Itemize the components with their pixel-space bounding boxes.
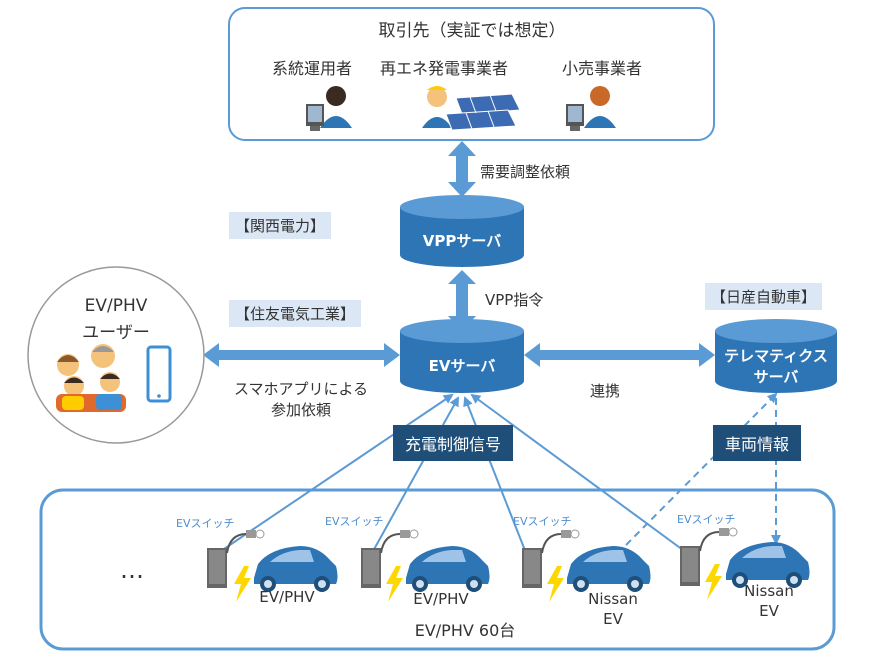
vpp-command-label: VPP指令 bbox=[485, 291, 544, 309]
app-request-label-line1: スマホアプリによる bbox=[233, 380, 369, 398]
demand-adjust-arrow bbox=[448, 141, 476, 197]
renewable-operator-label: 再エネ発電事業者 bbox=[380, 59, 509, 78]
charging-unit-2 bbox=[361, 529, 490, 602]
fleet-ellipsis: … bbox=[120, 556, 144, 584]
nissan-org-tag: 【日産自動車】 bbox=[705, 283, 823, 310]
lightning-icon bbox=[386, 566, 403, 602]
vehicle-info-lines bbox=[625, 392, 781, 546]
ev-server-cylinder bbox=[400, 319, 524, 393]
charging-unit-4 bbox=[680, 527, 810, 600]
car-label-3-line1: Nissan bbox=[588, 590, 638, 608]
car-label-1-line1: EV/PHV bbox=[259, 588, 315, 606]
fleet-label: EV/PHV 60台 bbox=[414, 621, 516, 640]
ev-switch-plug-icon bbox=[400, 530, 410, 538]
car-label-4: Nissan EV bbox=[729, 581, 809, 621]
users-label-line1: EV/PHV bbox=[84, 296, 148, 316]
vehicle-info-label: 車両情報 bbox=[713, 425, 802, 461]
car-icon bbox=[254, 546, 338, 592]
app-request-arrow bbox=[203, 343, 400, 367]
charge-signal-lines bbox=[217, 393, 688, 554]
telematics-server-cylinder bbox=[715, 319, 837, 393]
car-label-3-line2: EV bbox=[603, 610, 623, 628]
lightning-icon bbox=[705, 564, 722, 600]
car-icon bbox=[567, 546, 651, 592]
car-label-1: EV/PHV bbox=[247, 587, 327, 607]
family-icon bbox=[56, 344, 126, 412]
grid-operator-label: 系統運用者 bbox=[272, 59, 353, 78]
lightning-icon bbox=[547, 566, 564, 602]
charge-signal-label: 充電制御信号 bbox=[393, 425, 514, 461]
ev-server-label: EVサーバ bbox=[428, 357, 496, 375]
telematics-server-label-line2: サーバ bbox=[753, 368, 799, 386]
vpp-server-cylinder bbox=[400, 195, 524, 267]
charging-unit-1 bbox=[207, 529, 338, 602]
ev-switch-plug-icon bbox=[719, 528, 729, 536]
car-label-2-line1: EV/PHV bbox=[413, 590, 469, 608]
charging-unit-3 bbox=[522, 529, 651, 602]
ev-switch-label-2: EVスイッチ bbox=[325, 515, 384, 528]
vpp-command-arrow bbox=[448, 270, 476, 331]
telematics-server-label-line1: テレマティクス bbox=[724, 347, 828, 365]
car-label-3: Nissan EV bbox=[573, 589, 653, 629]
renewable-operator-person-icon bbox=[422, 86, 521, 131]
app-request-label-line2: 参加依頼 bbox=[270, 401, 331, 419]
ev-switch-plug-icon bbox=[246, 530, 256, 538]
solar-panel-icon bbox=[445, 93, 521, 131]
ev-switch-label-1: EVスイッチ bbox=[176, 517, 235, 530]
ev-switch-label-4: EVスイッチ bbox=[677, 513, 736, 526]
users-label-line2: ユーザー bbox=[82, 323, 150, 343]
link-arrow bbox=[524, 343, 715, 367]
ev-switch-label-3: EVスイッチ bbox=[513, 515, 572, 528]
partners-title: 取引先（実証では想定） bbox=[378, 21, 566, 41]
sumitomo-org-tag: 【住友電気工業】 bbox=[229, 300, 362, 327]
demand-adjust-label: 需要調整依頼 bbox=[480, 163, 571, 181]
vpp-server-label: VPPサーバ bbox=[422, 232, 502, 250]
car-label-4-line1: Nissan bbox=[744, 582, 794, 600]
grid-operator-person-icon bbox=[306, 86, 352, 131]
car-label-2: EV/PHV bbox=[401, 589, 481, 609]
smartphone-icon bbox=[146, 345, 172, 403]
kansai-org-tag: 【関西電力】 bbox=[229, 212, 332, 239]
car-label-4-line2: EV bbox=[759, 602, 779, 620]
car-icon bbox=[726, 542, 810, 588]
retail-operator-person-icon bbox=[566, 86, 616, 131]
link-label: 連携 bbox=[590, 382, 621, 400]
ev-switch-plug-icon bbox=[561, 530, 571, 538]
users-circle bbox=[27, 266, 205, 444]
lightning-icon bbox=[234, 566, 251, 602]
car-icon bbox=[406, 546, 490, 592]
retail-operator-label: 小売事業者 bbox=[562, 59, 643, 78]
partners-box bbox=[228, 7, 715, 141]
